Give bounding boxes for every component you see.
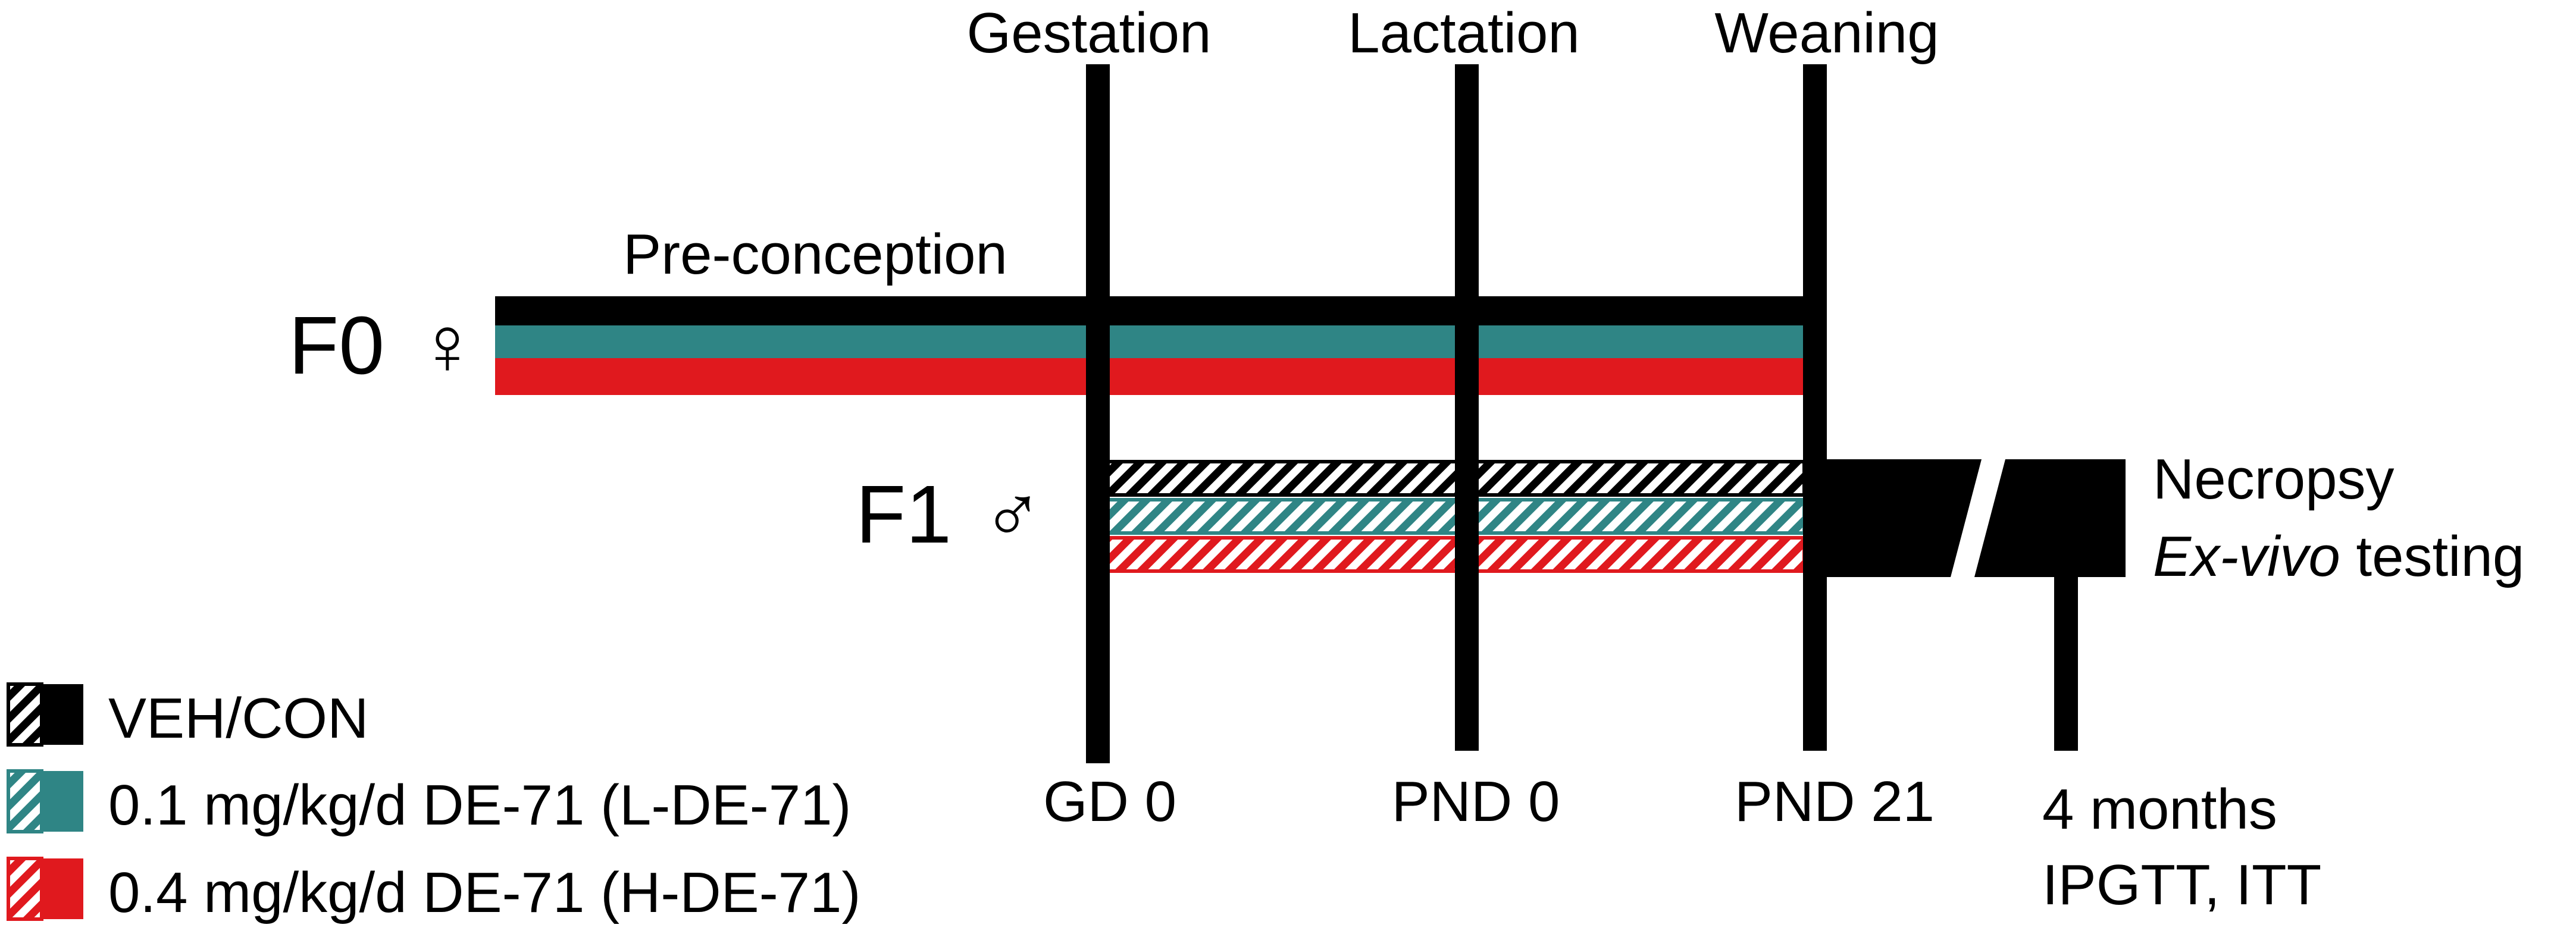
- f0-bar-veh: [495, 296, 1804, 325]
- legend-item-low-dose: 0.1 mg/kg/d DE-71 (L-DE-71): [7, 769, 851, 837]
- legend-item-veh: VEH/CON: [7, 682, 368, 750]
- legend-label-low-dose: 0.1 mg/kg/d DE-71 (L-DE-71): [108, 773, 851, 837]
- stage-label-weaning: Weaning: [1714, 1, 1939, 65]
- male-icon: ♂: [982, 469, 1044, 560]
- female-icon: ♀: [417, 300, 478, 391]
- legend-label-high-dose: 0.4 mg/kg/d DE-71 (H-DE-71): [108, 861, 860, 924]
- f1-label: F1: [856, 469, 951, 560]
- legend-swatch-hatch-veh: [7, 682, 43, 747]
- legend-swatch-solid-low-dose: [42, 771, 83, 832]
- time-label-4-months: 4 months: [2042, 778, 2277, 841]
- post-weaning-bar-right: [1974, 459, 2126, 577]
- post-weaning-bar-left: [1815, 459, 1982, 577]
- exvivo-rest: testing: [2340, 525, 2525, 588]
- legend-swatch-hatch-low-dose: [7, 769, 43, 833]
- stage-label-lactation: Lactation: [1348, 1, 1580, 65]
- legend: VEH/CON 0.1 mg/kg/d DE-71 (L-DE-71) 0.4 …: [7, 682, 860, 924]
- f0-bar-high-dose: [495, 358, 1804, 395]
- time-label-gd0: GD 0: [1043, 770, 1176, 833]
- stage-label-gestation: Gestation: [967, 1, 1212, 65]
- legend-swatch-solid-high-dose: [42, 858, 83, 919]
- legend-swatch-hatch-high-dose: [7, 857, 43, 921]
- legend-label-veh: VEH/CON: [108, 687, 368, 750]
- f0-bar-low-dose: [495, 325, 1804, 358]
- preconception-label: Pre-conception: [623, 222, 1007, 286]
- legend-item-high-dose: 0.4 mg/kg/d DE-71 (H-DE-71): [7, 857, 860, 924]
- exvivo-italic: Ex-vivo: [2153, 525, 2340, 588]
- time-label-pnd0: PND 0: [1392, 770, 1560, 833]
- legend-swatch-solid-veh: [42, 684, 83, 745]
- necropsy-label: Necropsy: [2153, 447, 2394, 511]
- f0-label: F0: [289, 300, 384, 391]
- four-month-tests-label: IPGTT, ITT: [2042, 853, 2321, 917]
- exvivo-label: Ex-vivo testing: [2153, 525, 2524, 588]
- time-label-pnd21: PND 21: [1735, 770, 1935, 833]
